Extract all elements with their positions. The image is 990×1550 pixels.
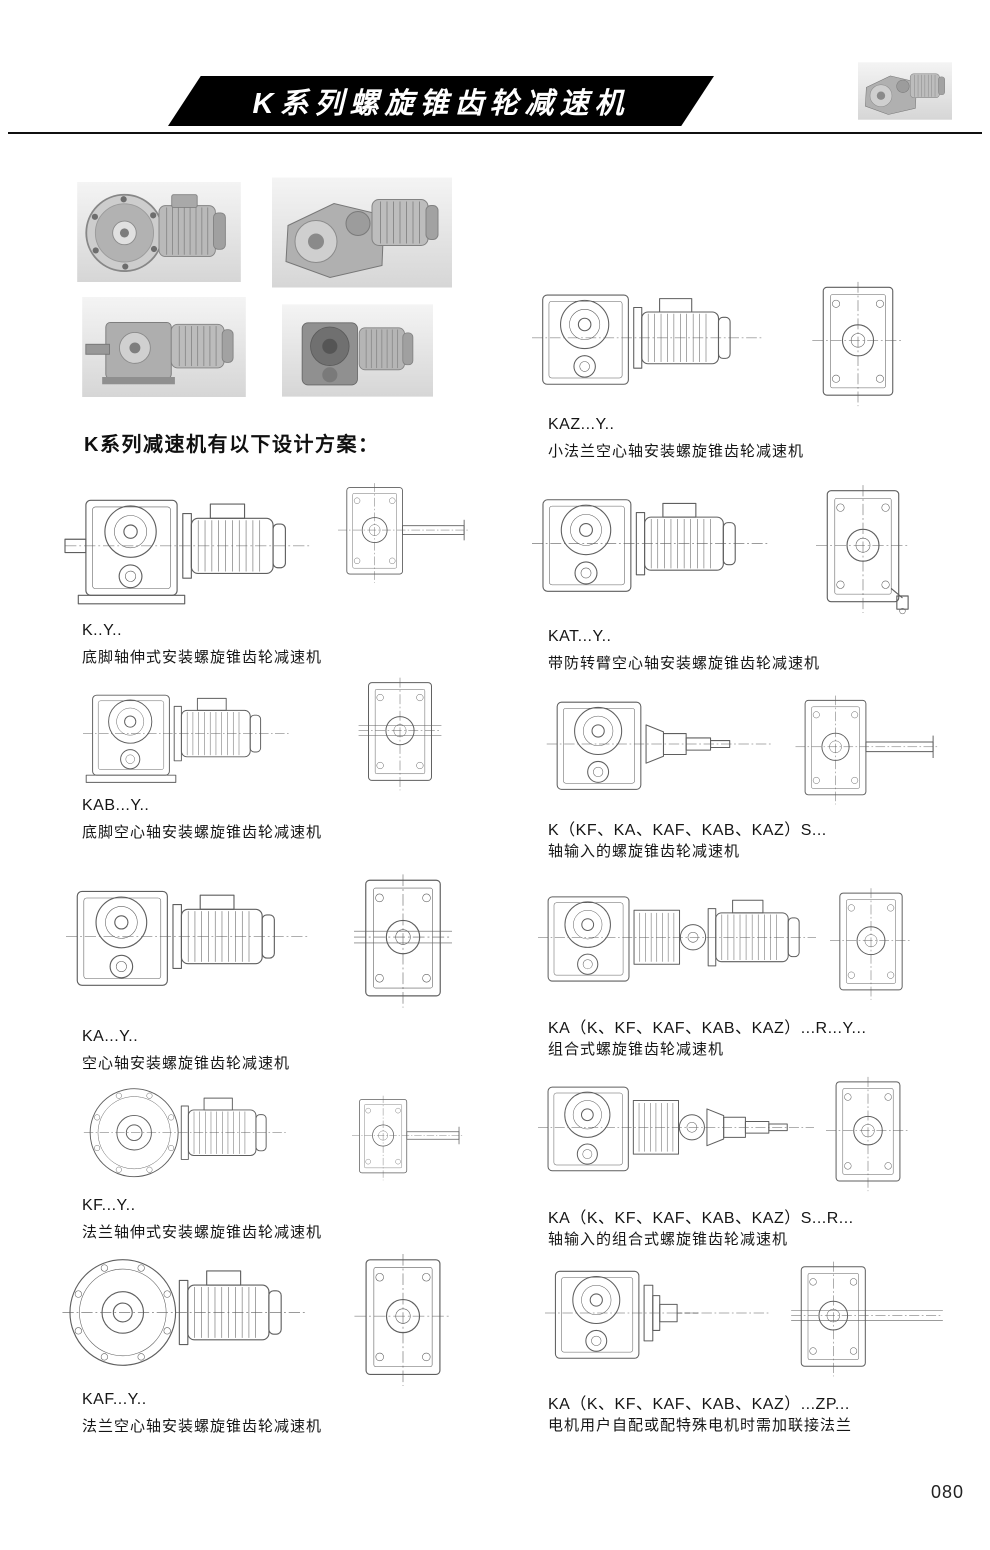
- entry-code: K..Y..: [82, 622, 123, 639]
- drawing-ka-s-r-end: [826, 1070, 910, 1198]
- drawing-kaf-y-end: [348, 1252, 458, 1388]
- entry-code: KAZ...Y..: [548, 416, 615, 433]
- drawing-kab-y-end: [338, 676, 462, 792]
- entry-desc: 电机用户自配或配特殊电机时需加联接法兰: [548, 1417, 853, 1434]
- entry-desc: 轴输入的螺旋锥齿轮减速机: [548, 843, 741, 860]
- drawing-ka-s-r-main: [538, 1066, 814, 1202]
- product-photo-4: [282, 298, 433, 403]
- header-product-photo: [858, 60, 952, 122]
- intro-text: K系列减速机有以下设计方案：: [84, 434, 380, 456]
- drawing-kat-y-main: [532, 478, 770, 624]
- product-photo-2: [272, 177, 452, 288]
- drawing-kat-y-end: [816, 470, 910, 628]
- drawing-kaz-y-end: [810, 280, 906, 408]
- drawing-kab-y-main: [62, 684, 312, 796]
- entry-code: KA...Y..: [82, 1028, 139, 1045]
- drawing-ka-y-main: [66, 876, 310, 1012]
- product-photo-1: [70, 182, 248, 282]
- entry-code: KAB...Y..: [82, 797, 150, 814]
- drawing-ka-r-y-end: [830, 882, 912, 1006]
- drawing-kf-y-main: [60, 1084, 312, 1194]
- entry-desc: 法兰空心轴安装螺旋锥齿轮减速机: [82, 1418, 323, 1435]
- entry-desc: 组合式螺旋锥齿轮减速机: [548, 1041, 725, 1058]
- entry-code: KF...Y..: [82, 1197, 136, 1214]
- entry-desc: 带防转臂空心轴安装螺旋锥齿轮减速机: [548, 655, 821, 672]
- drawing-k-s-end: [790, 694, 945, 806]
- drawing-ka-r-y-main: [538, 876, 816, 1012]
- drawing-ka-zp-main: [545, 1258, 771, 1382]
- entry-code: KA（K、KF、KAF、KAB、KAZ）S...R...: [548, 1210, 854, 1227]
- entry-code: KA（K、KF、KAF、KAB、KAZ）...ZP...: [548, 1396, 850, 1413]
- page-number: 080: [930, 1482, 964, 1502]
- entry-code: KAF...Y..: [82, 1391, 147, 1408]
- entry-desc: 空心轴安装螺旋锥齿轮减速机: [82, 1055, 291, 1072]
- entry-code: KA（K、KF、KAF、KAB、KAZ）...R...Y...: [548, 1020, 867, 1037]
- header-divider: [8, 132, 982, 134]
- entry-desc: 底脚轴伸式安装螺旋锥齿轮减速机: [82, 649, 323, 666]
- entry-code: K（KF、KA、KAF、KAB、KAZ）S...: [548, 822, 827, 839]
- entry-desc: 小法兰空心轴安装螺旋锥齿轮减速机: [548, 443, 805, 460]
- product-photo-3: [80, 297, 248, 397]
- drawing-k-y-main: [62, 487, 315, 620]
- drawing-k-y-end: [338, 476, 470, 590]
- title-banner: K系列螺旋锥齿轮减速机: [168, 76, 714, 126]
- entry-desc: 底脚空心轴安装螺旋锥齿轮减速机: [82, 824, 323, 841]
- page-title: K系列螺旋锥齿轮减速机: [252, 88, 630, 120]
- entry-desc: 轴输入的组合式螺旋锥齿轮减速机: [548, 1231, 789, 1248]
- entry-desc: 法兰轴伸式安装螺旋锥齿轮减速机: [82, 1224, 323, 1241]
- drawing-kaf-y-main: [60, 1254, 310, 1386]
- drawing-k-s-main: [545, 690, 775, 812]
- drawing-kaz-y-main: [532, 278, 764, 412]
- drawing-kf-y-end: [352, 1080, 464, 1196]
- drawing-ka-zp-end: [786, 1260, 948, 1378]
- drawing-ka-y-end: [354, 872, 452, 1010]
- entry-code: KAT...Y..: [548, 628, 612, 645]
